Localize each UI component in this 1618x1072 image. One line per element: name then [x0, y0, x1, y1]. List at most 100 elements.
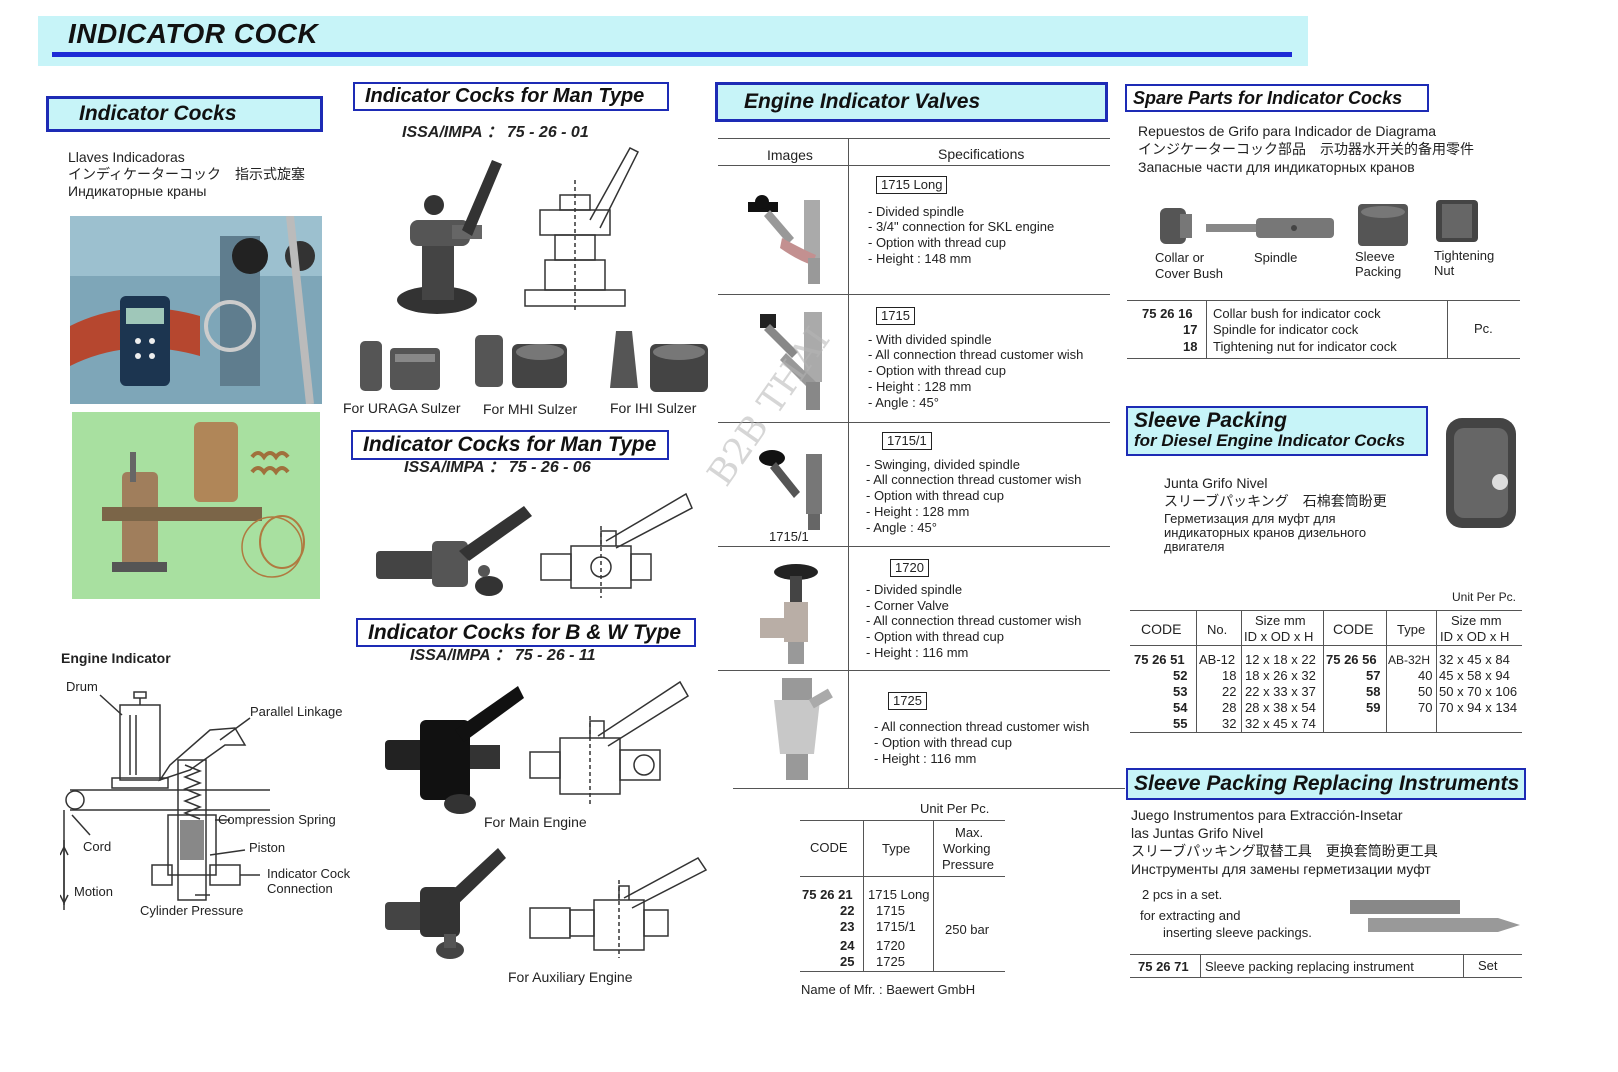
valve-1725-image [774, 678, 833, 780]
spare-name-es: Repuestos de Grifo para Indicador de Dia… [1138, 123, 1437, 139]
sleeve-left-no-3: 22 [1222, 684, 1237, 699]
label-compression-spring: Compression Spring [218, 812, 336, 827]
valve-1720-image [760, 564, 818, 664]
sleeve-left-size-2: 18 x 26 x 32 [1245, 668, 1316, 683]
label-parallel-linkage: Parallel Linkage [250, 704, 343, 719]
sleeve-name-es: Junta Grifo Nivel [1164, 475, 1268, 491]
sleeve-table-bottom-rule [1130, 732, 1522, 733]
replace-note-2: for extracting and [1140, 908, 1241, 923]
caption-aux-engine: For Auxiliary Engine [508, 969, 633, 985]
label-cord: Cord [83, 839, 112, 854]
manufacturer-name: Name of Mfr. : Baewert GmbH [801, 982, 976, 997]
valve-1720-spec-4: - Option with thread cup [866, 629, 1005, 644]
valve-1715-1-spec-5: - Angle : 45° [866, 520, 937, 535]
code-table-head-rule [800, 876, 1005, 877]
sleeve-table-div-5 [1436, 610, 1437, 732]
sleeve-right-type-2: 40 [1418, 668, 1433, 683]
engine-indicator-valves-heading: Engine Indicator Valves [715, 82, 1108, 122]
valve-1715-long-spec-4: - Height : 148 mm [868, 251, 972, 266]
valve-row-rule-5 [733, 788, 1125, 789]
spare-parts-heading: Spare Parts for Indicator Cocks [1125, 84, 1429, 112]
sleeve-h-no: No. [1207, 622, 1228, 637]
label-cylinder-pressure: Cylinder Pressure [140, 903, 244, 918]
valve-code-1715: 1715 [876, 306, 915, 325]
valve-1715-1-image [759, 450, 822, 530]
sleeve-right-type-4: 70 [1418, 700, 1433, 715]
replace-note-3: inserting sleeve packings. [1163, 925, 1312, 940]
sleeve-left-size-3: 22 x 33 x 37 [1245, 684, 1316, 699]
replace-name-es-2: las Juntas Grifo Nivel [1131, 825, 1264, 841]
sleeve-name-ru-1: Герметизация для муфт для [1164, 511, 1336, 526]
part-label-nut-1: Tightening [1434, 248, 1495, 263]
code-table-code-3: 23 [840, 919, 855, 934]
part-label-sleeve-2: Packing [1355, 264, 1402, 279]
valve-1720-spec-5: - Height : 116 mm [866, 645, 969, 660]
valve-1715-long-spec-1: - Divided spindle [868, 204, 965, 219]
sleeve-h-code-right: CODE [1333, 621, 1374, 637]
valve-1715-image [760, 312, 822, 410]
sleeve-left-size-1: 12 x 18 x 22 [1245, 652, 1316, 667]
impa-code-3: ISSA/IMPA ： 75 - 26 - 11 [410, 647, 596, 664]
sleeve-table-div-2 [1241, 610, 1242, 732]
spare-desc-3: Tightening nut for indicator cock [1213, 339, 1397, 354]
name-ru: Индикаторные краны [68, 183, 207, 199]
uraga-parts-photo [360, 341, 440, 391]
spare-code-3: 18 [1183, 339, 1198, 354]
valves-table-divider [848, 138, 849, 788]
bw-aux-engine-drawing [529, 857, 708, 958]
valve-1715-long-image [748, 195, 820, 284]
code-table-h-press-1: Max. [955, 825, 984, 840]
sleeve-table-head-rule [1130, 645, 1522, 646]
tightening-nut-photo [1436, 200, 1478, 242]
valves-unit-label: Unit Per Pc. [920, 801, 990, 816]
engine-indicator-diagram [60, 691, 270, 910]
valve-code-1715-1: 1715/1 [882, 431, 932, 450]
caption-1715-1: 1715/1 [769, 529, 809, 544]
code-table-h-code: CODE [810, 840, 848, 855]
part-label-collar-2: Cover Bush [1155, 266, 1223, 281]
man-type-cock-drawing-2 [540, 492, 693, 598]
valve-1715-spec-3: - Option with thread cup [868, 363, 1007, 378]
spare-unit: Pc. [1474, 321, 1493, 336]
title-underline [52, 52, 1292, 57]
valve-1725-spec-3: - Height : 116 mm [874, 751, 977, 766]
code-table-code-2: 22 [840, 903, 855, 918]
man-type-heading-2: Indicator Cocks for Man Type [351, 430, 669, 460]
valve-1715-long-spec-3: - Option with thread cup [868, 235, 1007, 250]
sleeve-right-code-3: 58 [1366, 684, 1381, 699]
sleeve-left-code-5: 55 [1173, 716, 1188, 731]
sleeve-table-top-rule [1130, 610, 1522, 611]
engine-indicator-title: Engine Indicator [61, 650, 171, 666]
name-ja: インディケーターコック 指示式旋塞 [68, 166, 306, 182]
valve-row-rule-3 [718, 546, 1110, 547]
mhi-parts-photo [475, 335, 567, 388]
sleeve-left-no-1: AB-12 [1199, 652, 1236, 667]
sleeve-h-size1-left: Size mm [1255, 613, 1306, 628]
spare-table-divider-1 [1206, 300, 1207, 358]
label-connection: Connection [267, 881, 333, 896]
valve-code-1725: 1725 [888, 691, 927, 710]
man-type-cock-photo-2 [376, 506, 532, 596]
sleeve-packing-photo-large [1446, 418, 1516, 528]
replacing-instrument-photo [1350, 900, 1520, 932]
replace-name-es-1: Juego Instrumentos para Extracción-Inset… [1131, 807, 1403, 823]
valve-1720-spec-1: - Divided spindle [866, 582, 963, 597]
valve-1720-spec-2: - Corner Valve [866, 598, 949, 613]
sleeve-right-code-2: 57 [1366, 668, 1381, 683]
bw-type-heading: Indicator Cocks for B & W Type [356, 618, 696, 647]
valve-1715-spec-2: - All connection thread customer wish [868, 347, 1084, 362]
sleeve-right-code-4: 59 [1366, 700, 1381, 715]
indicator-photo-1 [70, 216, 322, 404]
code-table-type-5: 1725 [876, 954, 905, 969]
valve-row-rule-4 [718, 670, 1110, 671]
caption-ihi-sulzer: For IHI Sulzer [610, 400, 697, 416]
sleeve-left-code-1: 75 26 51 [1134, 652, 1185, 667]
replace-code: 75 26 71 [1138, 959, 1189, 974]
replace-unit: Set [1478, 958, 1498, 973]
valve-1715-long-spec-2: - 3/4" connection for SKL engine [868, 219, 1055, 234]
spare-desc-1: Collar bush for indicator cock [1213, 306, 1381, 321]
spare-name-ru: Запасные части для индикаторных кранов [1138, 159, 1415, 175]
spare-code-2: 17 [1183, 322, 1198, 337]
valve-1715-spec-1: - With divided spindle [868, 332, 992, 347]
bw-main-engine-photo [385, 686, 524, 814]
